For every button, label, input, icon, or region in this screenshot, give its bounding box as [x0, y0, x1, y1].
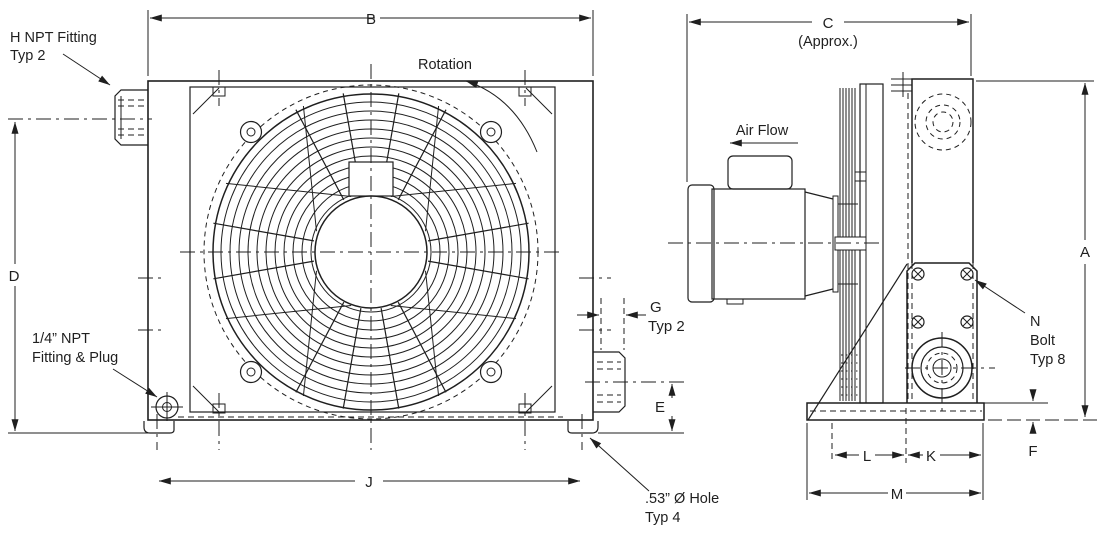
dim-label-D: D — [9, 268, 20, 285]
dim-E: E — [598, 383, 684, 434]
note-hole-line1: .53” Ø Hole — [645, 491, 719, 507]
note-air-flow-label: Air Flow — [736, 123, 789, 139]
quarter-npt-plug — [151, 392, 183, 421]
fan-shaft-bore — [914, 93, 972, 151]
dim-LKM: L K M — [806, 408, 984, 503]
dim-C: C (Approx.) — [686, 14, 972, 182]
note-h-npt-fitting: H NPT Fitting Typ 2 — [10, 30, 111, 86]
note-hole: .53” Ø Hole Typ 4 — [589, 437, 719, 526]
dim-label-J: J — [365, 474, 373, 491]
annotations: H NPT Fitting Typ 2 Rotation 1/4” NPT Fi… — [10, 30, 1065, 526]
dim-label-L: L — [863, 448, 871, 465]
dim-label-G-typ: Typ 2 — [648, 318, 685, 335]
note-bolt-line3: Typ 8 — [1030, 352, 1065, 368]
dim-G: G Typ 2 — [577, 298, 685, 350]
note-h-npt-line1: H NPT Fitting — [10, 30, 97, 46]
dim-F: F — [962, 389, 1098, 460]
note-plug-line2: Fitting & Plug — [32, 350, 118, 366]
note-rotation: Rotation — [418, 57, 538, 153]
guard-mounting-ears — [239, 120, 503, 384]
dim-A: A — [976, 80, 1094, 418]
gusset-edge — [807, 263, 908, 421]
dim-label-M: M — [891, 486, 904, 503]
front-view — [8, 64, 684, 450]
motor — [687, 155, 839, 305]
note-bolt-line1: N — [1030, 314, 1040, 330]
dim-label-F: F — [1028, 443, 1037, 460]
dim-label-C: C — [823, 15, 834, 32]
note-h-npt-line2: Typ 2 — [10, 48, 45, 64]
dim-label-E: E — [655, 399, 665, 416]
note-n-bolt: N Bolt Typ 8 — [974, 279, 1065, 368]
note-rotation-label: Rotation — [418, 57, 472, 73]
dim-B: B — [147, 10, 594, 76]
shroud-clip — [854, 171, 867, 182]
dim-J: J — [158, 474, 581, 491]
fan-centerlines — [180, 64, 562, 450]
dim-label-G: G — [650, 299, 662, 316]
note-quarter-npt: 1/4” NPT Fitting & Plug — [32, 331, 158, 398]
dimensions: B D J G Typ 2 E — [8, 10, 1098, 503]
bracket-bolts — [911, 267, 974, 329]
dim-D: D — [8, 121, 152, 434]
motor-foot — [726, 298, 744, 305]
dim-label-B: B — [366, 11, 376, 28]
side-view — [668, 72, 995, 421]
mounting-bracket — [906, 262, 978, 403]
h-npt-fitting — [8, 89, 152, 146]
dim-label-K: K — [926, 448, 936, 465]
base-plate — [806, 402, 985, 421]
note-hole-line2: Typ 4 — [645, 510, 680, 526]
fan-guard — [180, 64, 562, 450]
port-boss — [905, 332, 995, 412]
dim-label-A: A — [1080, 244, 1090, 261]
tank-and-bracket — [806, 72, 995, 421]
note-bolt-line2: Bolt — [1030, 333, 1055, 349]
right-npt-fitting — [585, 351, 684, 413]
note-air-flow: Air Flow — [729, 123, 798, 147]
note-plug-line1: 1/4” NPT — [32, 331, 90, 347]
dim-label-C-approx: (Approx.) — [798, 34, 858, 50]
